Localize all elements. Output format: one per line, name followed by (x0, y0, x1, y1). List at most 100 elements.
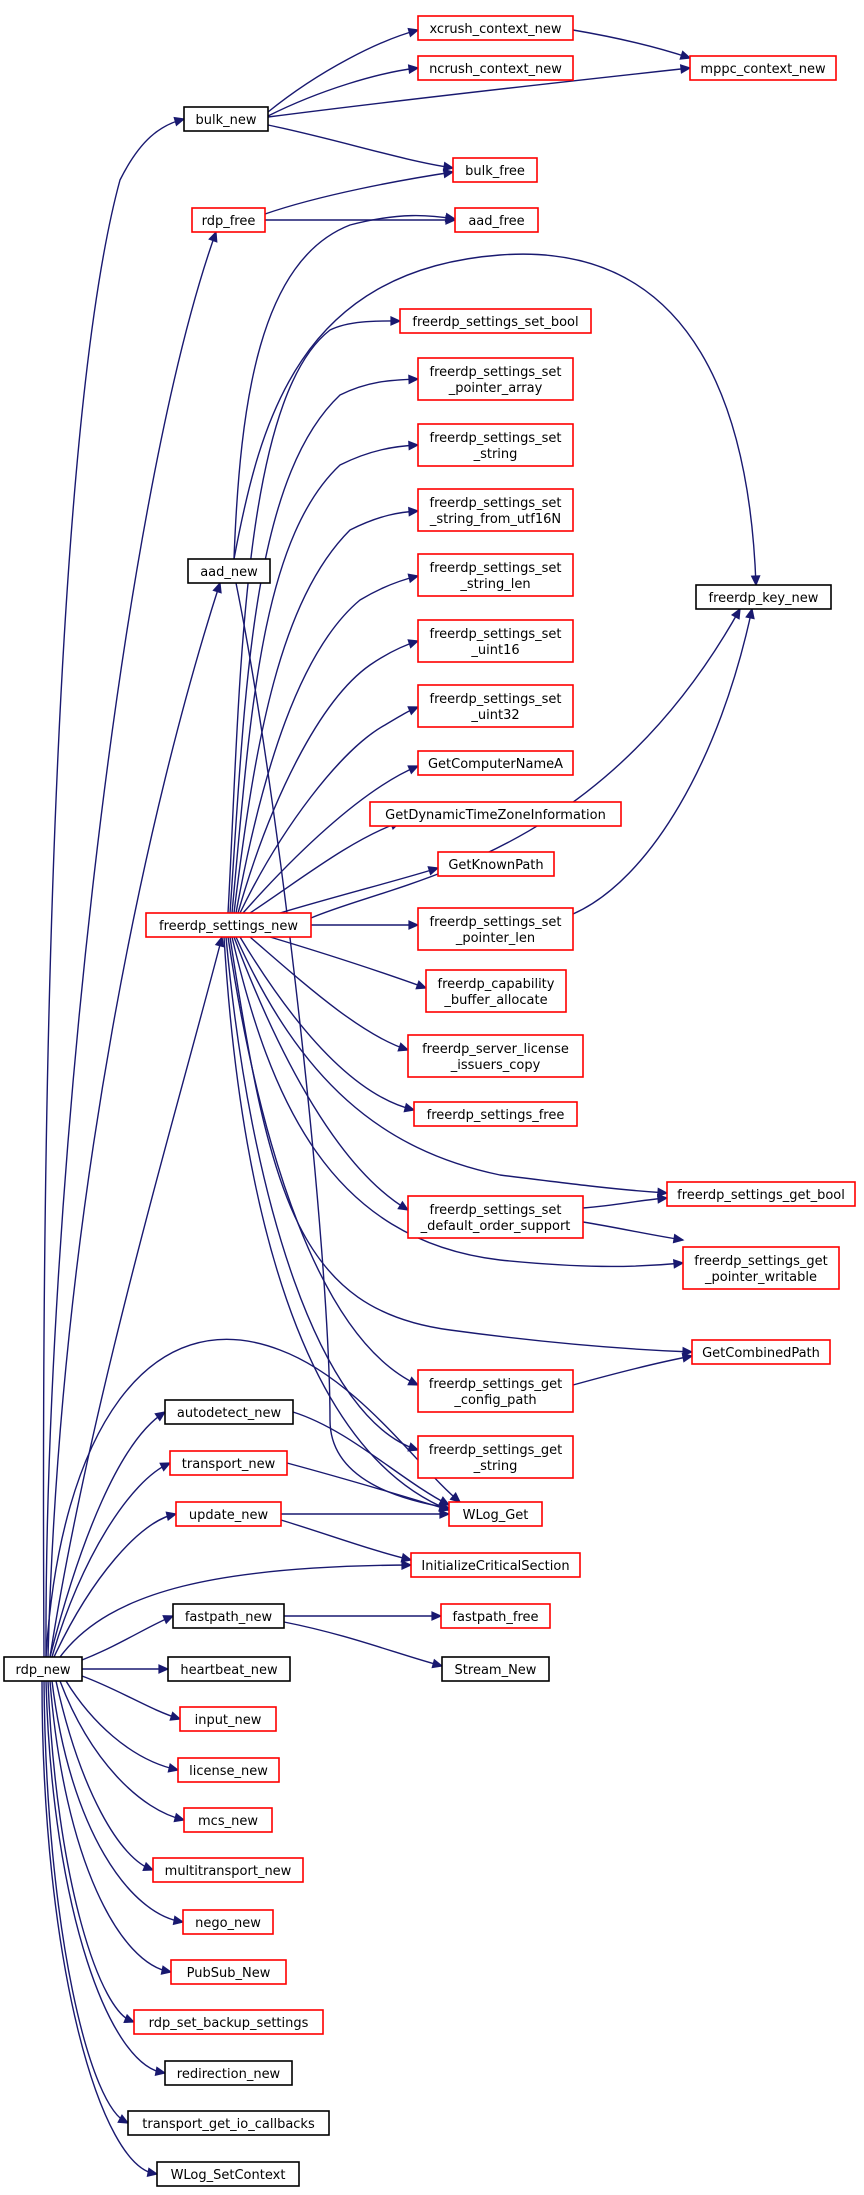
node-box (3, 1656, 83, 1682)
node-wlog-get[interactable]: WLog_Get (448, 1501, 543, 1527)
node-xcrush-context-new[interactable]: xcrush_context_new (417, 15, 574, 41)
node-fs-get-pointer-writable[interactable]: freerdp_settings_get_pointer_writable (682, 1246, 840, 1290)
arrowhead-icon (449, 1492, 462, 1503)
node-getcombinedpath[interactable]: GetCombinedPath (691, 1339, 831, 1365)
node-label: _buffer_allocate (443, 993, 547, 1008)
node-label: InitializeCriticalSection (421, 1559, 569, 1574)
node-getknownpath[interactable]: GetKnownPath (437, 851, 555, 877)
node-mcs-new[interactable]: mcs_new (183, 1807, 273, 1833)
node-multitransport-new[interactable]: multitransport_new (152, 1857, 304, 1883)
node-label: _pointer_writable (704, 1270, 817, 1285)
edge-line (42, 118, 185, 1658)
node-transport-new[interactable]: transport_new (169, 1450, 288, 1476)
arrowhead-icon (407, 706, 420, 716)
node-label: freerdp_key_new (709, 591, 819, 606)
edge-line (81, 1675, 181, 1720)
node-label: freerdp_settings_set (430, 915, 562, 930)
edge-freerdp_settings_new-to-server_license (249, 936, 410, 1052)
node-label: _uint16 (470, 643, 519, 658)
node-label: GetDynamicTimeZoneInformation (385, 808, 606, 823)
node-nego-new[interactable]: nego_new (182, 1909, 274, 1935)
arrowhead-icon (682, 1346, 694, 1357)
edge-rdp_new-to-nego_new (51, 1680, 185, 1926)
arrowhead-icon (427, 866, 440, 876)
arrowhead-icon (438, 1496, 451, 1506)
node-aad-free[interactable]: aad_free (454, 207, 539, 233)
arrowhead-icon (750, 575, 761, 587)
edge-rdp_new-to-input_new (81, 1675, 182, 1721)
node-box (167, 1656, 291, 1682)
node-rdp-free[interactable]: rdp_free (191, 207, 266, 233)
node-getdynamictz[interactable]: GetDynamicTimeZoneInformation (369, 801, 622, 827)
node-cap-buffer-alloc[interactable]: freerdp_capability_buffer_allocate (425, 969, 567, 1013)
node-fs-free[interactable]: freerdp_settings_free (413, 1101, 578, 1127)
node-box (437, 851, 555, 877)
node-fs-set-string-len[interactable]: freerdp_settings_set_string_len (417, 553, 574, 597)
node-label: update_new (189, 1508, 269, 1523)
node-label: _string_len (459, 577, 530, 592)
edge-line (233, 253, 757, 586)
arrowhead-icon (401, 1560, 413, 1570)
node-getcomputernamea[interactable]: GetComputerNameA (417, 750, 574, 776)
node-freerdp-settings-new[interactable]: freerdp_settings_new (145, 912, 312, 938)
edge-line (267, 67, 419, 117)
arrowhead-icon (672, 1258, 685, 1269)
edge-line (229, 936, 693, 1353)
arrowhead-icon (173, 116, 186, 127)
arrowhead-icon (407, 765, 420, 775)
node-label: _default_order_support (420, 1219, 571, 1234)
node-fs-get-string[interactable]: freerdp_settings_get_string (417, 1435, 574, 1479)
node-label: _pointer_array (448, 381, 543, 396)
edge-rdp_new-to-aad_new (47, 581, 222, 1658)
node-rdp-set-backup[interactable]: rdp_set_backup_settings (133, 2009, 324, 2035)
node-box (448, 1501, 543, 1527)
arrowhead-icon (730, 607, 741, 620)
node-ncrush-context-new[interactable]: ncrush_context_new (417, 55, 574, 81)
node-fs-set-bool[interactable]: freerdp_settings_set_bool (399, 308, 592, 334)
arrowhead-icon (408, 440, 420, 451)
node-box (182, 1909, 274, 1935)
node-box (170, 1959, 287, 1985)
node-label: WLog_Get (463, 1508, 529, 1523)
edge-fs_set_pointer_len-to-freerdp_key_new (572, 607, 755, 915)
node-update-new[interactable]: update_new (175, 1501, 282, 1527)
edge-rdp_new-to-WLog_Get (45, 1338, 462, 1658)
edge-line (43, 1680, 129, 2124)
node-input-new[interactable]: input_new (179, 1706, 277, 1732)
node-fs-get-bool[interactable]: freerdp_settings_get_bool (666, 1181, 856, 1207)
edge-bulk_new-to-ncrush_context_new (267, 64, 420, 117)
node-fs-set-pointer-array[interactable]: freerdp_settings_set_pointer_array (417, 357, 574, 401)
node-fs-set-uint16[interactable]: freerdp_settings_set_uint16 (417, 619, 574, 663)
arrowhead-icon (681, 1352, 694, 1363)
node-box (172, 1603, 285, 1629)
node-fs-set-default-order[interactable]: freerdp_settings_set_default_order_suppo… (407, 1195, 584, 1239)
node-label: nego_new (195, 1916, 261, 1931)
edge-line (283, 1621, 443, 1667)
node-label: freerdp_settings_set (430, 431, 562, 446)
node-label: _string_from_utf16N (429, 512, 561, 527)
node-fs-set-string-utf16[interactable]: freerdp_settings_set_string_from_utf16N (417, 488, 574, 532)
arrowhead-icon (146, 2167, 159, 2178)
node-bulk-free[interactable]: bulk_free (452, 157, 538, 183)
node-fs-set-pointer-len[interactable]: freerdp_settings_set_pointer_len (417, 907, 574, 951)
node-fs-get-config-path[interactable]: freerdp_settings_get_config_path (417, 1369, 574, 1413)
node-initcritsec[interactable]: InitializeCriticalSection (410, 1552, 581, 1578)
node-label: fastpath_new (185, 1610, 273, 1625)
node-fs-set-uint32[interactable]: freerdp_settings_set_uint32 (417, 684, 574, 728)
node-label: freerdp_settings_get_bool (677, 1188, 845, 1203)
node-label: transport_get_io_callbacks (142, 2117, 315, 2132)
node-license-new[interactable]: license_new (177, 1757, 280, 1783)
node-fs-set-string[interactable]: freerdp_settings_set_string (417, 423, 574, 467)
node-fastpath-free[interactable]: fastpath_free (440, 1603, 551, 1629)
node-pubsub-new[interactable]: PubSub_New (170, 1959, 287, 1985)
arrowhead-icon (679, 64, 692, 74)
node-box (164, 2060, 293, 2086)
edge-fastpath_new-to-Stream_New (283, 1621, 444, 1669)
node-box (417, 55, 574, 81)
node-label: bulk_new (195, 113, 256, 128)
node-box (179, 1706, 277, 1732)
node-box (666, 1181, 856, 1207)
node-mppc-context-new[interactable]: mppc_context_new (689, 55, 837, 81)
edge-line (233, 510, 419, 914)
node-server-license[interactable]: freerdp_server_license_issuers_copy (407, 1034, 584, 1078)
